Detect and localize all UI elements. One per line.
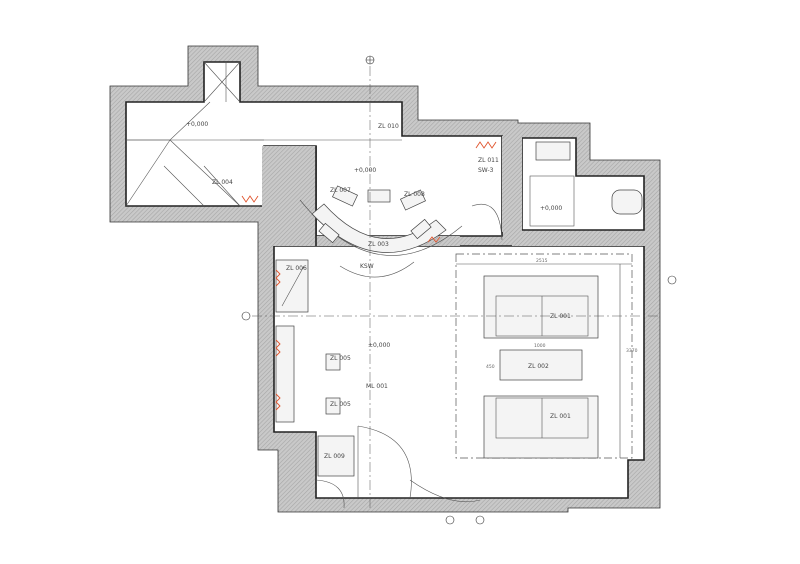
label-ksw: KSW (360, 263, 374, 270)
label-zl-001-bottom: ZL 001 (550, 413, 571, 420)
label-zl-004: ZL 004 (212, 179, 233, 186)
label-zl-011: ZL 011 (478, 157, 499, 164)
label-zl-010: ZL 010 (378, 123, 399, 130)
level-center: ±0,000 (368, 342, 390, 349)
label-zl-008: ZL 008 (404, 191, 425, 198)
level-top: +0,000 (186, 121, 208, 128)
red-markers (241, 141, 497, 411)
label-zl-003: ZL 003 (368, 241, 389, 248)
door-entry (357, 425, 412, 499)
level-right: +0,000 (540, 205, 562, 212)
curved-desk (299, 185, 463, 278)
label-zl-005-b: ZL 005 (330, 401, 351, 408)
label-zl-002: ZL 002 (528, 363, 549, 370)
door-upper (471, 203, 503, 241)
label-ml-001: ML 001 (366, 383, 388, 390)
sofa-top (483, 275, 599, 339)
axis-markers (241, 55, 677, 525)
sofa-bottom (483, 395, 599, 459)
label-zl-009: ZL 009 (324, 453, 345, 460)
label-zl-005-a: ZL 005 (330, 355, 351, 362)
coffee-table (499, 349, 583, 381)
dim-450: 450 (486, 364, 495, 370)
label-zl-001-top: ZL 001 (550, 313, 571, 320)
label-zl-006: ZL 006 (286, 265, 307, 272)
label-zl-007: ZL 007 (330, 187, 351, 194)
dim-1000: 1000 (534, 343, 546, 349)
dim-3370: 3370 (626, 348, 638, 354)
bathroom-fixtures (529, 141, 643, 227)
level-desk: +0,000 (354, 167, 376, 174)
dim-2515: 2515 (536, 258, 548, 264)
label-sw: SW-3 (478, 167, 494, 174)
